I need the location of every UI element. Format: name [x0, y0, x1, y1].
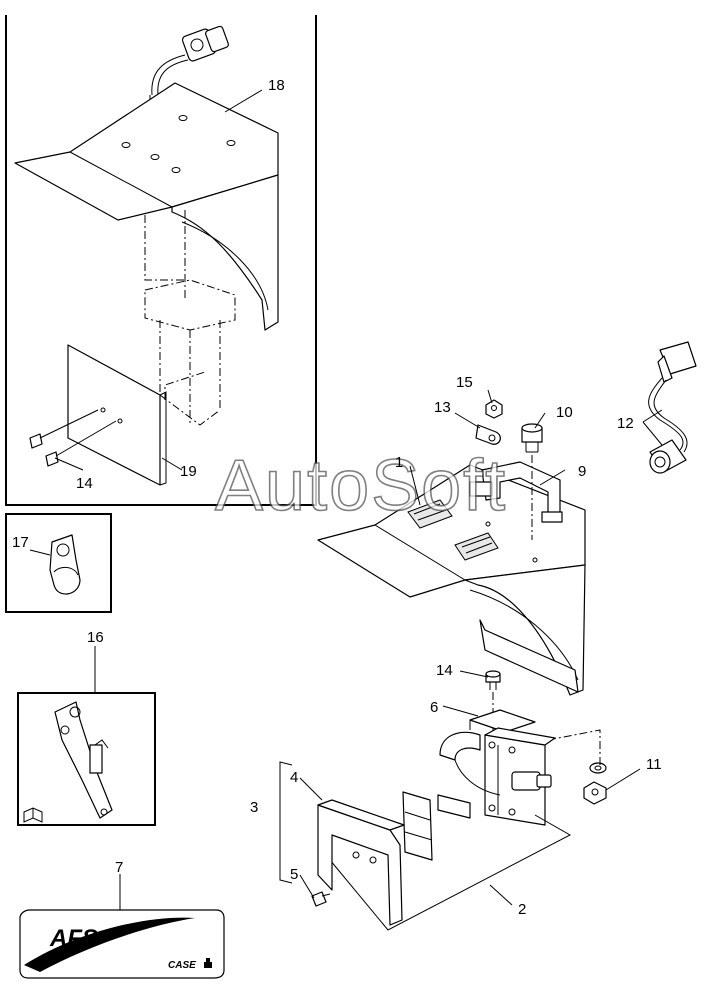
callout-1: 1	[395, 454, 403, 471]
callout-13: 13	[434, 399, 451, 416]
callout-5: 5	[290, 866, 298, 883]
watermark: AutoSoft	[215, 446, 507, 526]
nut-15	[485, 399, 503, 419]
case-logo-text: CASE	[168, 960, 196, 971]
afs-logo-text: AFS	[49, 925, 98, 952]
main-bracket-9	[317, 461, 586, 696]
inset-plate-19	[67, 344, 167, 486]
bolt-5	[311, 891, 331, 907]
inset-frame-17	[5, 513, 112, 613]
bolt-10	[521, 423, 543, 540]
pad-set	[402, 791, 471, 861]
callout-15: 15	[456, 374, 473, 391]
case-logo-icon	[204, 958, 212, 968]
callout-18: 18	[268, 77, 285, 94]
decal-plate	[454, 532, 499, 561]
callout-2: 2	[518, 901, 526, 918]
callout-17: 17	[12, 534, 29, 551]
callout-11: 11	[646, 756, 662, 773]
clip-13	[475, 424, 501, 445]
cable-12	[648, 341, 697, 474]
callout-14-inset: 14	[76, 475, 93, 492]
bolt-14	[485, 670, 501, 760]
callout-6: 6	[430, 699, 438, 716]
callout-10: 10	[556, 404, 573, 421]
callout-3: 3	[250, 799, 258, 816]
leader-lines	[29, 89, 663, 910]
callout-labels: 18 19 14 17 16 1 9 10 13 15 12 14 6 11 2…	[12, 77, 662, 918]
callout-12: 12	[617, 415, 634, 432]
callout-14-main: 14	[436, 662, 453, 679]
callout-9: 9	[578, 463, 586, 480]
inset-frame-16	[17, 692, 156, 826]
callout-4: 4	[290, 769, 298, 786]
inset-frame-top-left	[5, 15, 317, 506]
afs-logo: AFS CASE	[19, 909, 225, 979]
decal-1	[407, 499, 453, 529]
inset-bracket-18	[14, 82, 279, 331]
kit-bracket-3	[279, 761, 293, 884]
base-plate-2	[329, 814, 572, 931]
callout-19: 19	[180, 463, 197, 480]
callout-7: 7	[115, 859, 123, 876]
mount-assembly-6	[439, 709, 556, 826]
bracket-4	[317, 799, 405, 926]
washer-nut-11	[547, 729, 607, 805]
manual-book-icon	[23, 807, 43, 823]
inset-bolts-14	[29, 409, 117, 467]
inset-mounting-block	[144, 279, 236, 426]
callout-16: 16	[87, 629, 104, 646]
